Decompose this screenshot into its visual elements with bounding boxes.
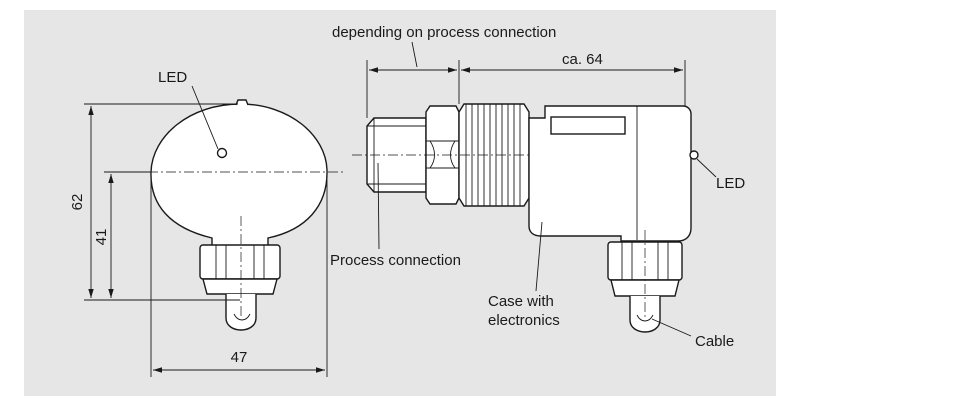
depending-label: depending on process connection [332, 24, 556, 41]
case-label-line2: electronics [488, 312, 560, 329]
front-connector-nut [199, 244, 281, 280]
ca64-label: ca. 64 [562, 51, 603, 68]
case-label-line1: Case with [488, 293, 554, 310]
side-cable [629, 296, 661, 333]
width-dim-label: 47 [231, 349, 248, 366]
led-side-label: LED [716, 175, 745, 192]
electronics-case [528, 105, 692, 242]
side-view: depending on process connection ca. 64 P… [330, 24, 745, 350]
height-center-dim-label: 41 [93, 229, 110, 246]
front-connector-collar [202, 278, 278, 295]
height-total-dim-label: 62 [69, 194, 86, 211]
front-view: LED 62 41 47 [69, 69, 343, 377]
case-window [550, 116, 626, 135]
led-icon [216, 147, 228, 159]
led-front-label: LED [158, 69, 187, 86]
front-top-bump [235, 99, 249, 106]
process-connection-label: Process connection [330, 252, 461, 269]
cable-label: Cable [695, 333, 734, 350]
led-side-icon [689, 150, 699, 160]
front-housing [150, 103, 328, 247]
